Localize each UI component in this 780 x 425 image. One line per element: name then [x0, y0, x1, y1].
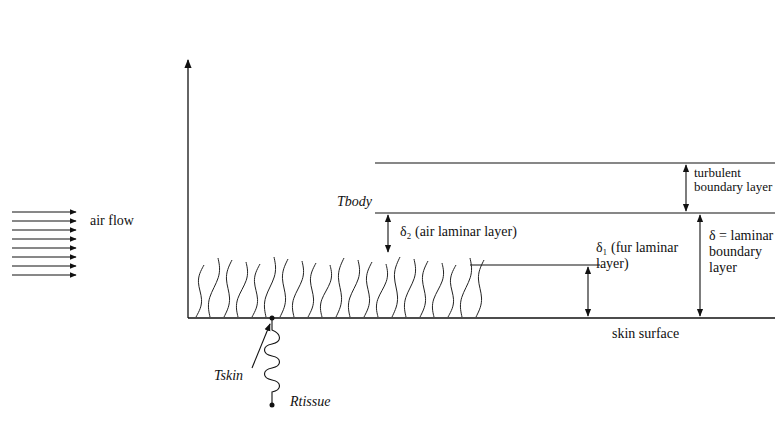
fur-hair	[392, 257, 400, 317]
fur-hair	[420, 261, 428, 317]
delta1-arrow	[587, 267, 588, 316]
temperature-label: Tskin	[214, 368, 243, 384]
flow-arrow	[12, 257, 76, 258]
layer-label: δ₂ (air laminar layer)	[400, 224, 517, 240]
delta2-arrow	[387, 215, 388, 252]
fur-hair	[432, 263, 443, 317]
skin-point	[270, 316, 275, 321]
fur-hairs	[196, 257, 484, 317]
surface-label: skin surface	[612, 326, 679, 342]
fur-hair	[376, 264, 387, 317]
fur-hair	[264, 257, 275, 317]
fur-hair	[476, 260, 484, 317]
turbulent-top-line	[375, 162, 775, 163]
flow-arrow	[12, 239, 76, 240]
air-flow-arrows	[12, 212, 76, 275]
fur-hair	[196, 265, 204, 317]
resistor-symbol	[265, 320, 280, 404]
laminar-top-line	[375, 212, 775, 213]
fur-hair	[208, 258, 219, 317]
flow-arrow	[12, 248, 76, 249]
skin-line	[188, 317, 775, 318]
flow-arrow	[12, 212, 76, 213]
fur-hair	[292, 261, 303, 317]
fur-hair	[448, 265, 456, 317]
layer-label: turbulent boundary layer	[694, 166, 776, 195]
fur-hair	[252, 264, 260, 317]
fur-hair	[280, 259, 288, 317]
delta-arrow	[699, 215, 700, 316]
axis-line	[187, 60, 188, 318]
temperature-label: Tbody	[337, 194, 372, 210]
fur-hair	[460, 258, 471, 317]
flow-arrow	[12, 230, 76, 231]
flow-arrow	[12, 266, 76, 267]
fur-top-line	[470, 264, 600, 265]
layer-label: δ = laminar boundary layer	[709, 228, 777, 276]
fur-hair	[336, 258, 344, 317]
terminal-dot	[270, 403, 275, 408]
fur-hair	[404, 259, 415, 317]
flow-label: air flow	[90, 206, 134, 235]
fur-hair	[364, 262, 372, 317]
turbulent-arrow	[685, 165, 686, 211]
resistance-label: Rtissue	[290, 394, 330, 410]
flow-arrow	[12, 275, 76, 276]
layer-label: δ₁ (fur laminar layer)	[596, 240, 696, 272]
fur-hair	[348, 260, 359, 317]
fur-hair	[236, 262, 247, 317]
fur-hair	[224, 260, 232, 317]
fur-hair	[320, 265, 331, 317]
fur-hair	[308, 263, 316, 317]
flow-arrow	[12, 221, 76, 222]
